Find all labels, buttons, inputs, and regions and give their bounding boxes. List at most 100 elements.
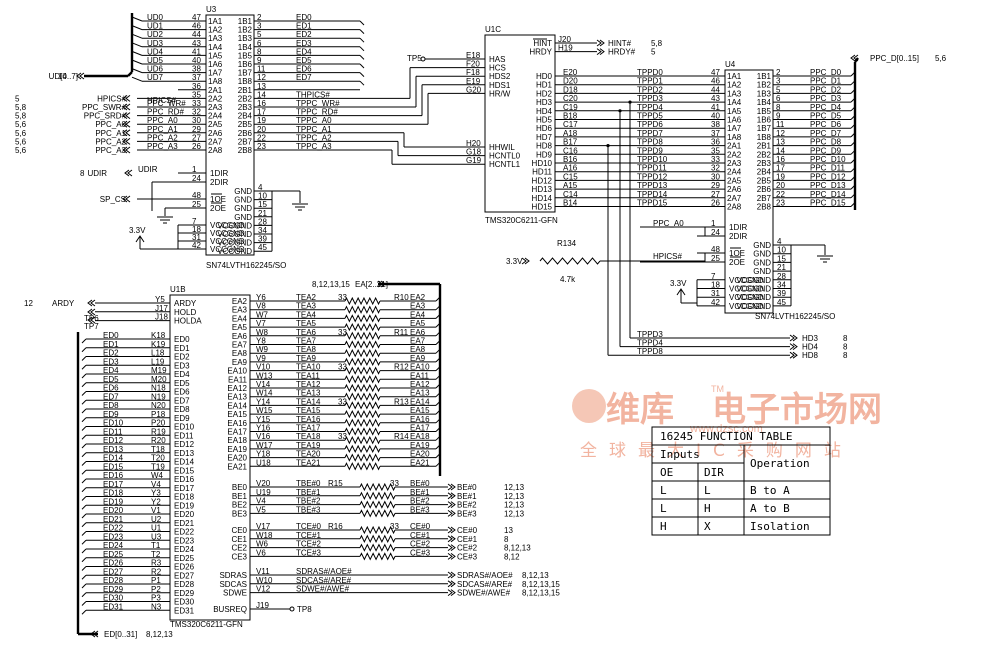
u3-net-label: THPICS# (296, 90, 330, 99)
sheet-ref: 5,6 (15, 137, 27, 146)
ea-net-label: TEA8 (296, 345, 317, 354)
u3-pin-name: 1B4 (238, 43, 253, 52)
u1b-pin-name: ED15 (174, 466, 195, 475)
u3-pin-name: 1B5 (238, 51, 253, 60)
u1b-pin-name: BE1 (232, 492, 248, 501)
be-net-label: TBE#2 (296, 497, 321, 506)
u1b-ball: U1 (151, 524, 162, 533)
u4-pin-number: 9 (776, 112, 781, 121)
u4-pin-name: 1A7 (727, 124, 742, 133)
ce-port (447, 544, 453, 551)
be-net-label: TBE#3 (296, 505, 321, 514)
tp-port (87, 316, 93, 324)
u4-net-label: PPC_D4 (810, 103, 842, 112)
u4-pin-number: 42 (711, 298, 720, 307)
be-port (450, 483, 456, 491)
u3-pin-number: 18 (192, 225, 201, 234)
u4-net-label: PPC_D2 (810, 85, 842, 94)
u3-pin-name: 1A1 (208, 17, 223, 26)
u4-pwr-name: VCCGND (729, 302, 764, 311)
ed-net-label: ED14 (103, 454, 124, 463)
u1c-pin-name: HD1 (536, 81, 553, 90)
u1c-ref: U1C (485, 25, 501, 34)
hint-port (596, 39, 602, 47)
bus-entry (435, 331, 441, 337)
u4-pin-number: 43 (711, 94, 720, 103)
ed-net-label: ED25 (103, 550, 124, 559)
sheet-ref: 8 (843, 343, 848, 352)
u3-pin-number: 23 (257, 142, 266, 151)
u1c-ball: F20 (466, 60, 480, 69)
u1b-pin-name: SDRAS (219, 571, 247, 580)
ed-net-label: ED15 (103, 462, 124, 471)
u1c-pin-name: HD6 (536, 124, 553, 133)
be-port-label: BE#3 (457, 509, 477, 518)
u3-pin-number: 15 (258, 200, 267, 209)
u4-pin-name: 1B6 (757, 116, 772, 125)
res-value: 33 (338, 432, 347, 441)
u3-pin-number: 31 (192, 233, 201, 242)
sp-cs-label: SP_CS (100, 195, 126, 204)
u3-pin-number: 30 (192, 116, 201, 125)
udir-port (127, 169, 133, 177)
u1b-pin-name: EA8 (232, 349, 248, 358)
port-label: HRDY# (608, 48, 636, 57)
u3-pin-number: 47 (192, 13, 201, 22)
sheet-ref: 5 (15, 94, 20, 103)
u3-pin-number: 40 (192, 56, 201, 65)
u1b-pin-name: BE3 (232, 509, 248, 518)
u1b-pin-name: EA18 (227, 436, 247, 445)
u3-net-label: PPC_A3 (147, 142, 178, 151)
u4-pin-number: 28 (777, 272, 786, 281)
tp-port (90, 316, 96, 324)
net-port (125, 137, 131, 145)
oe-cell: H (660, 520, 667, 533)
bus-entry (435, 305, 441, 311)
ea-resistor (344, 462, 381, 471)
u1b-pin-name: ED18 (174, 493, 195, 502)
u4-pin-number: 33 (711, 155, 720, 164)
u1b-pin-name: SDWE (223, 589, 247, 598)
u1b-ball: U2 (151, 515, 162, 524)
u3-pin-name: 2B1 (238, 86, 253, 95)
watermark-logo: 维库 (606, 390, 674, 430)
sp-cs-port (122, 195, 128, 203)
u1b-ball: Y18 (256, 450, 271, 459)
u3-pin-number: 22 (257, 133, 266, 142)
u1c-pin-name: HD8 (536, 142, 553, 151)
watermark-subtitle: 全球最大IC采购网站 (580, 441, 853, 461)
bus-entry (435, 435, 441, 441)
u1c-net-label: TPPD11 (637, 164, 667, 173)
u1b-pin-name: ED30 (174, 598, 195, 607)
dir-cell: X (704, 520, 711, 533)
u1c-ball: H19 (558, 44, 573, 53)
u1b-ball: T1 (151, 541, 161, 550)
ce-port (450, 535, 456, 543)
bus-entry (81, 548, 87, 554)
ea-resistor (344, 444, 381, 454)
ce-resistor (359, 525, 396, 535)
u3-net-label: ED3 (296, 39, 312, 48)
bus-entry (435, 444, 441, 450)
ea-out-label: EA16 (410, 415, 430, 424)
u1b-ball: J18 (155, 313, 168, 322)
u1c-ball: C16 (563, 146, 578, 155)
u4-ctrl-name: 1OE (729, 249, 745, 258)
bus-entry (81, 566, 87, 571)
u4-pin-name: 1A6 (727, 116, 742, 125)
u4-pin-name: 2B4 (757, 168, 772, 177)
u1b-ball: V6 (256, 548, 266, 557)
net-port (125, 112, 131, 119)
u1c-net-label: TPPD8 (637, 138, 663, 147)
u1b-pin-name: ED27 (174, 571, 195, 580)
u1b-pin-name: ED23 (174, 536, 195, 545)
u4-pin-number: 2 (776, 68, 781, 77)
be-net-label: TBE#1 (296, 488, 321, 497)
u3-net-label: PPC_A2 (147, 133, 178, 142)
u1c-ball: G20 (466, 85, 482, 94)
u3-net-label: ED4 (296, 47, 312, 56)
u4-pin-name: 1B1 (757, 72, 772, 81)
u1b-pin-name: EA13 (227, 393, 247, 402)
vcc-port (524, 257, 530, 265)
